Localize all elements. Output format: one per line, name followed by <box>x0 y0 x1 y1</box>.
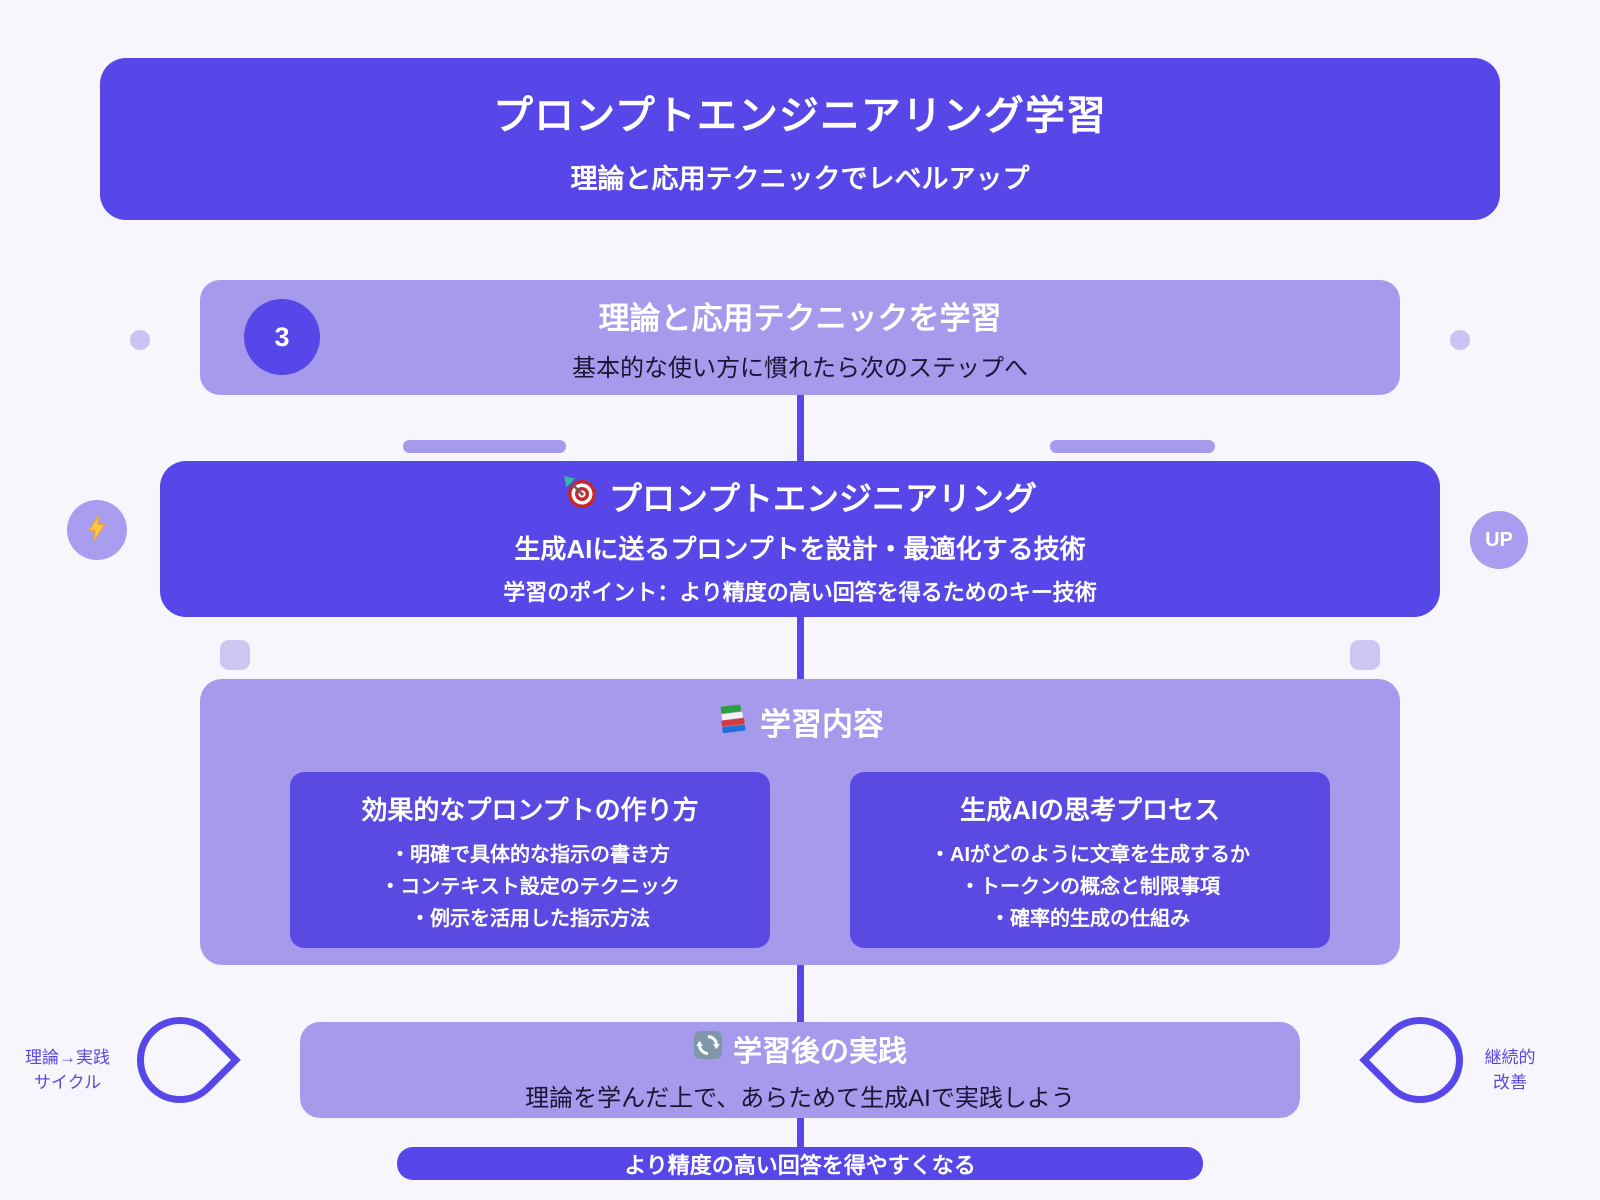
card-bullet: ・例示を活用した指示方法 <box>410 908 650 930</box>
content-card-prompt-writing: 効果的なプロンプトの作り方 ・明確で具体的な指示の書き方 ・コンテキスト設定のテ… <box>290 772 770 948</box>
decorative-square-right <box>1350 640 1380 670</box>
outcome-label: より精度の高い回答を得やすくなる <box>624 1152 976 1178</box>
cycle-teardrop-left <box>119 999 241 1121</box>
card-bullet: ・確率的生成の仕組み <box>990 908 1190 930</box>
up-badge: UP <box>1470 511 1528 569</box>
practice-subtitle: 理論を学んだ上で、あらためて生成AIで実践しよう <box>525 1084 1075 1112</box>
up-badge-label: UP <box>1485 528 1513 551</box>
step-banner: 理論と応用テクニックを学習 基本的な使い方に慣れたら次のステップへ <box>200 280 1400 395</box>
header-box: プロンプトエンジニアリング学習 理論と応用テクニックでレベルアップ <box>100 58 1500 220</box>
target-dart-icon <box>563 475 597 517</box>
concept-title: プロンプトエンジニアリング <box>608 479 1037 517</box>
outcome-pill: より精度の高い回答を得やすくなる <box>397 1147 1203 1180</box>
page-subtitle: 理論と応用テクニックでレベルアップ <box>570 163 1030 194</box>
card-bullet: ・コンテキスト設定のテクニック <box>380 876 680 898</box>
practice-title: 学習後の実践 <box>732 1035 907 1068</box>
lightning-bolt-icon <box>86 514 108 547</box>
books-icon <box>716 701 748 743</box>
card-bullet: ・明確で具体的な指示の書き方 <box>390 844 670 866</box>
concept-learning-point: 学習のポイント：より精度の高い回答を得るためのキー技術 <box>503 579 1097 605</box>
step-title: 理論と応用テクニックを学習 <box>598 300 1002 336</box>
practice-box: 学習後の実践 理論を学んだ上で、あらためて生成AIで実践しよう <box>300 1022 1300 1118</box>
step-subtitle: 基本的な使い方に慣れたら次のステップへ <box>572 354 1028 382</box>
card-title: 効果的なプロンプトの作り方 <box>361 795 699 825</box>
concept-description: 生成AIに送るプロンプトを設計・最適化する技術 <box>514 533 1086 564</box>
cycle-label-left: 理論→実践 サイクル <box>25 1048 110 1092</box>
step-number-badge: 3 <box>244 299 320 375</box>
content-card-ai-thinking: 生成AIの思考プロセス ・AIがどのように文章を生成するか ・トークンの概念と制… <box>850 772 1330 948</box>
learning-content-title: 学習内容 <box>760 707 884 742</box>
decorative-bar-left <box>403 440 566 453</box>
card-title: 生成AIの思考プロセス <box>959 795 1220 825</box>
concept-box: プロンプトエンジニアリング 生成AIに送るプロンプトを設計・最適化する技術 学習… <box>160 461 1440 617</box>
card-bullet: ・トークンの概念と制限事項 <box>960 876 1220 898</box>
decorative-dot-right <box>1450 330 1470 350</box>
decorative-dot-left <box>130 330 150 350</box>
cycle-label-right: 継続的 改善 <box>1484 1048 1536 1092</box>
lightning-badge <box>67 500 127 560</box>
card-bullet: ・AIがどのように文章を生成するか <box>930 844 1250 866</box>
counterclockwise-arrows-icon <box>693 1030 723 1068</box>
page-title: プロンプトエンジニアリング学習 <box>493 93 1107 138</box>
decorative-bar-right <box>1050 440 1215 453</box>
decorative-square-left <box>220 640 250 670</box>
